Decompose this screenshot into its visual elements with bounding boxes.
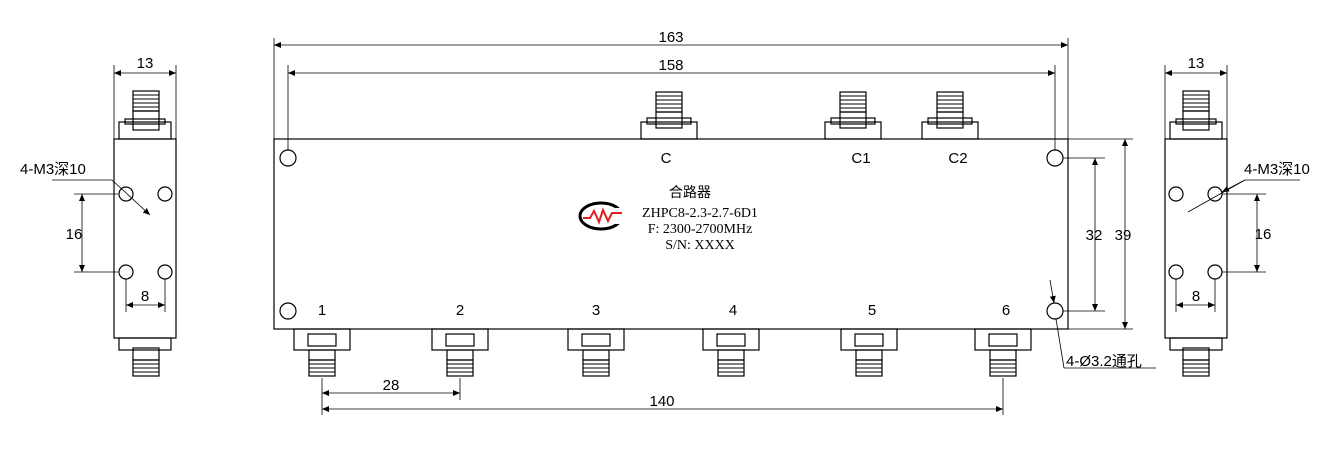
mount-hole-top-right	[1046, 149, 1064, 167]
left-hole-vertical-dimension: 16	[66, 226, 83, 243]
right-hole-vertical-dimension: 16	[1255, 226, 1272, 243]
port-pitch-dimension: 28	[383, 377, 400, 394]
front-view	[273, 38, 1156, 415]
left-side-view	[52, 65, 177, 377]
left-side-hole-2	[157, 186, 173, 202]
right-width-dimension: 13	[1188, 55, 1205, 72]
port-label-c2: C2	[948, 150, 967, 167]
right-hole-horizontal-dimension: 8	[1192, 288, 1200, 305]
mount-hole-top-left	[279, 149, 297, 167]
right-side-hole-1	[1168, 186, 1184, 202]
right-side-view	[1164, 65, 1300, 377]
hole-spacing-height-dimension: 32	[1086, 227, 1103, 244]
port-label-2: 2	[456, 302, 464, 319]
left-side-hole-4	[157, 264, 173, 280]
top-connector-c2	[921, 91, 979, 140]
port-label-6: 6	[1002, 302, 1010, 319]
left-side-hole-3	[118, 264, 134, 280]
left-side-top-connector	[118, 90, 172, 140]
product-frequency: F: 2300-2700MHz	[648, 222, 753, 237]
right-side-hole-3	[1168, 264, 1184, 280]
right-side-body	[1164, 138, 1228, 339]
manufacturer-logo	[578, 201, 626, 231]
through-hole-callout: 4-Ø3.2通孔	[1066, 353, 1142, 370]
port-label-c: C	[661, 150, 672, 167]
overall-height-dimension: 39	[1115, 227, 1132, 244]
mount-hole-bottom-right	[1046, 302, 1064, 320]
bottom-connector-6	[974, 328, 1032, 377]
bottom-connector-4	[702, 328, 760, 377]
right-side-bottom-connector	[1169, 337, 1223, 377]
bottom-connector-5	[840, 328, 898, 377]
port-label-1: 1	[318, 302, 326, 319]
left-side-body	[113, 138, 177, 339]
hole-spacing-length-dimension: 158	[658, 57, 683, 74]
overall-length-dimension: 163	[658, 29, 683, 46]
top-connector-c	[640, 91, 698, 140]
mount-hole-bottom-left	[279, 302, 297, 320]
bottom-connector-1	[293, 328, 351, 377]
port-label-3: 3	[592, 302, 600, 319]
left-hole-horizontal-dimension: 8	[141, 288, 149, 305]
left-side-bottom-connector	[118, 337, 172, 377]
left-width-dimension: 13	[137, 55, 154, 72]
top-connector-c1	[824, 91, 882, 140]
right-thread-callout: 4-M3深10	[1244, 161, 1310, 178]
port-label-5: 5	[868, 302, 876, 319]
product-serial: S/N: XXXX	[665, 238, 735, 253]
product-name: 合路器	[669, 185, 711, 201]
port-label-4: 4	[729, 302, 737, 319]
bottom-connector-3	[567, 328, 625, 377]
bottom-connector-2	[431, 328, 489, 377]
left-thread-callout: 4-M3深10	[20, 161, 86, 178]
right-side-top-connector	[1169, 90, 1223, 140]
port-span-dimension: 140	[649, 393, 674, 410]
left-side-hole-1	[118, 186, 134, 202]
product-model: ZHPC8-2.3-2.7-6D1	[642, 206, 758, 221]
port-label-c1: C1	[851, 150, 870, 167]
right-side-hole-4	[1207, 264, 1223, 280]
